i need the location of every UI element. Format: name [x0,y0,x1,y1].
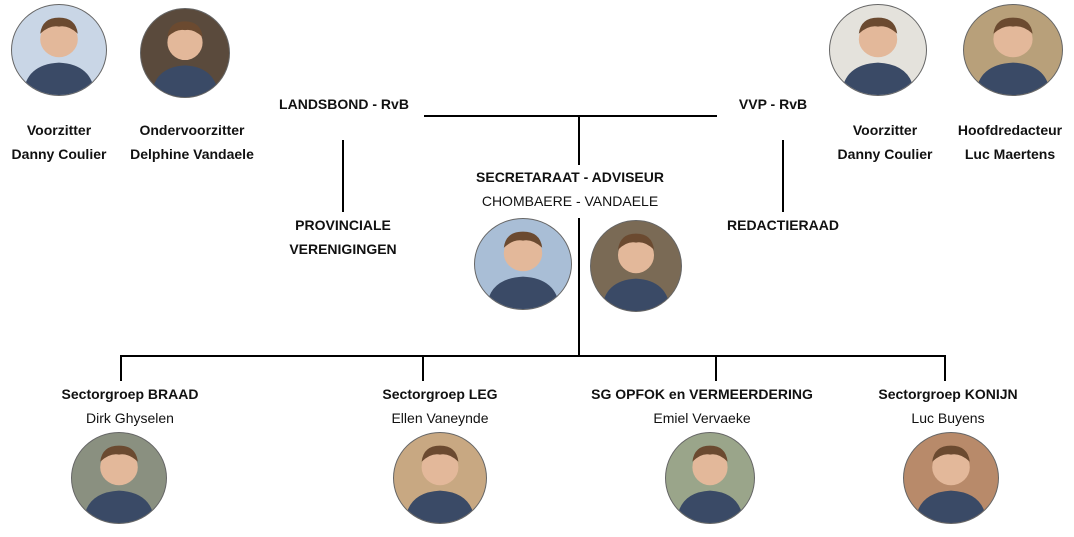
vvp-down-line [782,140,784,212]
landsbond-ondervoorzitter-name: Delphine Vandaele [130,146,254,162]
person-avatar-icon [71,432,167,524]
person-avatar-icon [11,4,107,96]
person-avatar-icon [963,4,1063,96]
sector-2-name: Ellen Vaneynde [391,410,489,426]
vvp-voorzitter-role: Voorzitter [852,122,918,138]
person-avatar-icon [474,218,572,310]
landsbond-voorzitter-role: Voorzitter [26,122,92,138]
landsbond-voorzitter-name: Danny Coulier [11,146,107,162]
person-avatar-icon [140,8,230,98]
vvp-voorzitter-name: Danny Coulier [837,146,933,162]
vvp-hoofdredacteur-name: Luc Maertens [964,146,1056,162]
landsbond-down-line [342,140,344,212]
secretariaat-names: CHOMBAERE - VANDAELE [481,193,659,209]
person-avatar-icon [590,220,682,312]
vvp-hoofdredacteur-role: Hoofdredacteur [957,122,1063,138]
person-avatar-icon [829,4,927,96]
sector-drop-2 [422,355,424,381]
verenigingen-label: VERENIGINGEN [289,241,397,257]
provinciale-label: PROVINCIALE [295,217,391,233]
landsbond-ondervoorzitter-role: Ondervoorzitter [139,122,245,138]
person-avatar-icon [903,432,999,524]
center-trunk-top [578,117,580,165]
sector-4-title: Sectorgroep KONIJN [878,386,1018,402]
sector-drop-3 [715,355,717,381]
person-avatar-icon [665,432,755,524]
sector-4-name: Luc Buyens [911,410,985,426]
sector-1-name: Dirk Ghyselen [86,410,174,426]
center-trunk-bottom [578,218,580,356]
sector-drop-4 [944,355,946,381]
sector-3-title: SG OPFOK en VERMEERDERING [591,386,813,402]
sector-3-name: Emiel Vervaeke [653,410,751,426]
person-avatar-icon [393,432,487,524]
sector-horizontal-line [120,355,946,357]
top-horizontal-line [424,115,717,117]
redactieraad-label: REDACTIERAAD [727,217,839,233]
secretariaat-title: SECRETARAAT - ADVISEUR [476,169,664,185]
sector-2-title: Sectorgroep LEG [382,386,498,402]
sector-drop-1 [120,355,122,381]
sector-1-title: Sectorgroep BRAAD [61,386,199,402]
landsbond-title: LANDSBOND - RvB [279,96,409,112]
vvp-title: VVP - RvB [738,96,808,112]
